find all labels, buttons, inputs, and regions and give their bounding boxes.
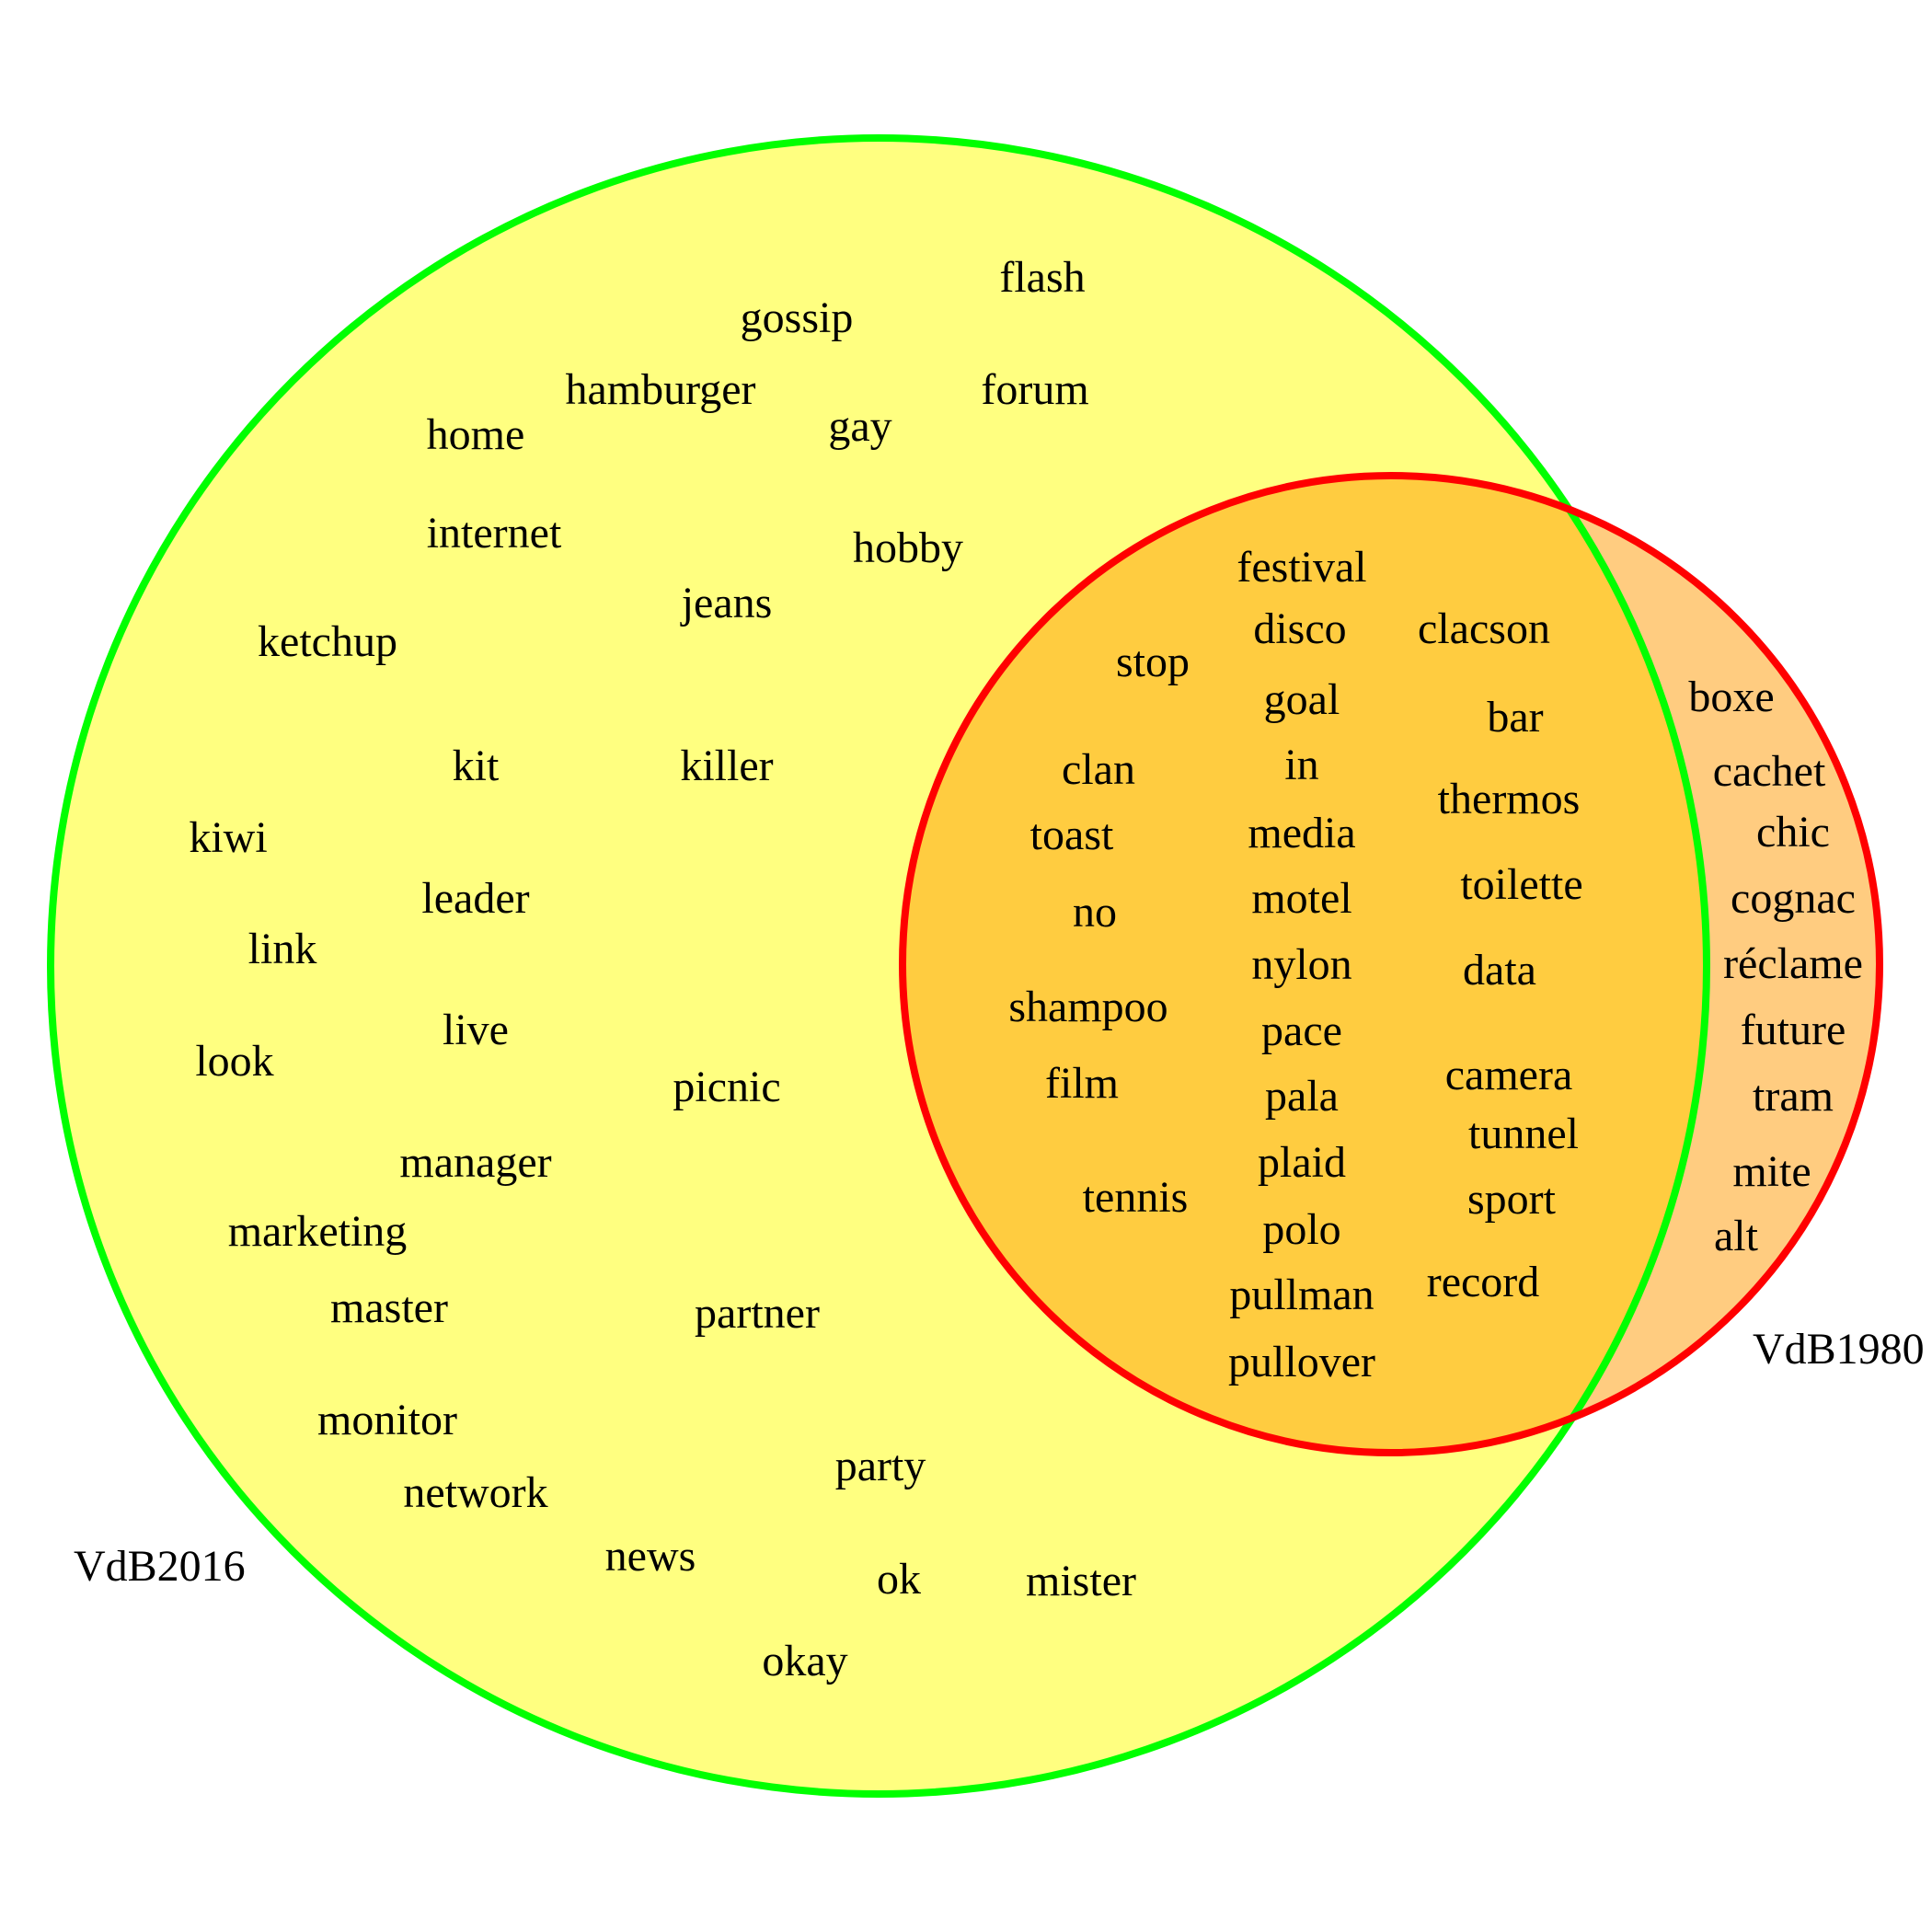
a-only-word-internet: internet <box>427 509 562 558</box>
a-only-word-look: look <box>195 1037 273 1086</box>
b-only-word-reclame: réclame <box>1723 939 1863 988</box>
overlap-word-pullover: pullover <box>1228 1338 1375 1386</box>
a-only-word-forum: forum <box>981 365 1088 414</box>
overlap-word-goal: goal <box>1264 675 1340 724</box>
overlap-word-sport: sport <box>1467 1175 1557 1224</box>
a-only-word-killer: killer <box>680 742 773 790</box>
a-only-word-link: link <box>248 925 317 973</box>
a-only-word-home: home <box>427 410 525 459</box>
a-only-word-master: master <box>330 1283 448 1332</box>
overlap-word-thermos: thermos <box>1438 775 1581 823</box>
overlap-word-toast: toast <box>1030 811 1114 859</box>
a-only-word-mister: mister <box>1026 1557 1136 1605</box>
overlap-word-bar: bar <box>1487 693 1543 742</box>
a-only-word-kiwi: kiwi <box>189 813 267 862</box>
a-only-word-jeans: jeans <box>680 579 773 627</box>
overlap-word-plaid: plaid <box>1258 1138 1346 1187</box>
a-only-word-ok: ok <box>877 1555 921 1604</box>
a-only-word-manager: manager <box>399 1138 551 1187</box>
overlap-word-stop: stop <box>1116 638 1190 686</box>
a-only-word-live: live <box>443 1006 509 1054</box>
circle-fills <box>51 138 1880 1794</box>
b-only-word-chic: chic <box>1756 808 1830 857</box>
a-only-word-news: news <box>605 1532 696 1581</box>
overlap-word-tennis: tennis <box>1083 1173 1189 1222</box>
a-only-word-gossip: gossip <box>741 293 854 342</box>
circle-outlines <box>47 134 1883 1798</box>
overlap-word-no: no <box>1073 888 1117 937</box>
a-only-word-okay: okay <box>762 1637 847 1685</box>
b-only-word-cachet: cachet <box>1713 747 1826 796</box>
a-only-word-party: party <box>835 1442 926 1490</box>
a-only-word-monitor: monitor <box>317 1396 457 1444</box>
overlap-word-pace: pace <box>1261 1006 1342 1055</box>
a-only-word-ketchup: ketchup <box>258 617 397 666</box>
b-only-word-boxe: boxe <box>1688 673 1774 721</box>
a-only-word-partner: partner <box>695 1289 820 1338</box>
set-a-outline <box>47 134 1710 1798</box>
overlap-word-clacson: clacson <box>1418 604 1550 653</box>
overlap-fill <box>903 476 1707 1453</box>
b-only-words: boxe cachet chic cognac réclame future tram mit… <box>1688 673 1863 1260</box>
overlap-word-disco: disco <box>1253 604 1346 653</box>
overlap-word-in: in <box>1284 741 1318 789</box>
overlap-word-polo: polo <box>1262 1205 1340 1254</box>
a-only-word-flash: flash <box>999 253 1085 302</box>
set-b-label: VdB1980 <box>1753 1325 1925 1374</box>
b-only-word-mite: mite <box>1732 1147 1811 1196</box>
overlap-word-festival: festival <box>1236 543 1366 592</box>
a-only-word-leader: leader <box>421 874 529 923</box>
b-only-word-tram: tram <box>1753 1072 1834 1121</box>
a-only-words: gossip flash hamburger forum home gay internet… <box>189 253 1136 1685</box>
overlap-word-record: record <box>1427 1258 1540 1306</box>
overlap-word-camera: camera <box>1445 1051 1573 1099</box>
overlap-word-data: data <box>1463 946 1536 995</box>
overlap-word-shampoo: shampoo <box>1008 983 1167 1031</box>
a-only-word-picnic: picnic <box>673 1063 780 1111</box>
set-b-outline <box>899 472 1883 1456</box>
overlap-word-pullman: pullman <box>1229 1271 1374 1319</box>
overlap-word-toilette: toilette <box>1460 860 1582 909</box>
a-only-word-hobby: hobby <box>853 523 963 572</box>
overlap-words: festival disco clacson stop goal bar clan in the… <box>1008 543 1582 1386</box>
a-only-word-network: network <box>403 1468 547 1517</box>
b-only-word-cognac: cognac <box>1731 874 1856 923</box>
overlap-word-nylon: nylon <box>1251 940 1351 989</box>
b-only-word-alt: alt <box>1714 1212 1759 1260</box>
overlap-word-film: film <box>1045 1059 1119 1108</box>
a-only-word-gay: gay <box>828 402 891 451</box>
a-only-word-kit: kit <box>453 742 500 790</box>
overlap-word-clan: clan <box>1062 745 1135 794</box>
overlap-word-motel: motel <box>1251 874 1351 923</box>
a-only-word-marketing: marketing <box>228 1207 408 1256</box>
overlap-word-tunnel: tunnel <box>1468 1110 1579 1158</box>
overlap-word-pala: pala <box>1265 1072 1339 1121</box>
set-labels: VdB2016 VdB1980 <box>74 1325 1925 1591</box>
a-only-word-hamburger: hamburger <box>565 365 755 414</box>
overlap-word-media: media <box>1248 809 1355 857</box>
b-only-word-future: future <box>1741 1006 1846 1054</box>
set-a-label: VdB2016 <box>74 1542 246 1591</box>
